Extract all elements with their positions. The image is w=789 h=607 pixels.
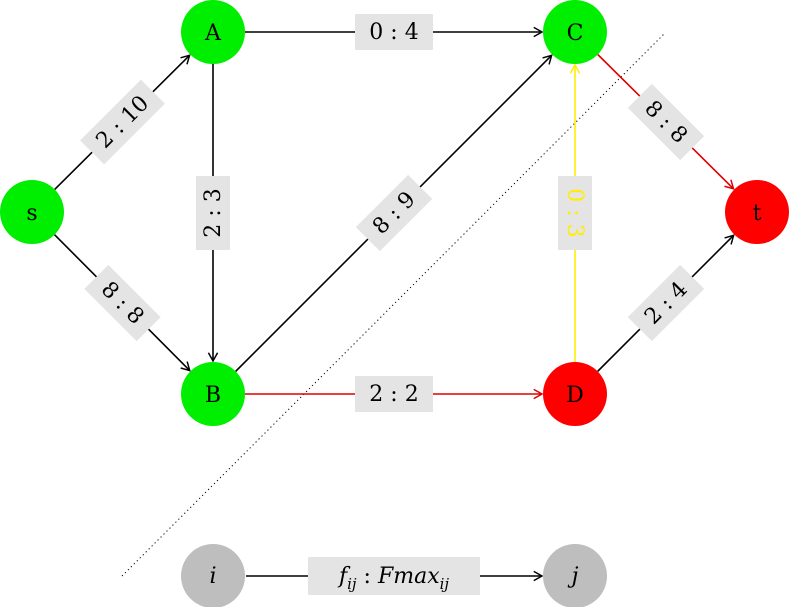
- node-C: [543, 0, 607, 64]
- node-s: [0, 180, 64, 244]
- legend: fij : Fmaxij i j: [181, 544, 607, 607]
- legend-node-i-label: i: [209, 564, 216, 589]
- edge-label-box-B-C: [355, 174, 433, 252]
- node-D: [543, 362, 607, 426]
- legend-node-i: [181, 544, 245, 607]
- legend-f-sub: ij: [347, 575, 357, 593]
- node-C-label: C: [567, 21, 584, 46]
- edge-label-A-B: 2 : 3: [196, 176, 230, 250]
- edge-label-D-C: 0 : 3: [558, 176, 592, 250]
- nodes-layer: s A B C Dt: [0, 0, 789, 426]
- edge-label-text-D-C: 0 : 3: [562, 188, 587, 237]
- edge-label-box-A-C: [355, 14, 433, 50]
- legend-sep: :: [357, 564, 378, 589]
- node-A: [181, 0, 245, 64]
- edge-label-box-D-t: [627, 264, 705, 342]
- edge-label-box-D-C: [558, 176, 592, 250]
- node-B: [181, 362, 245, 426]
- legend-node-j: [543, 544, 607, 607]
- legend-F-sub: ij: [440, 575, 450, 593]
- edge-label-box-s-A: [80, 79, 165, 165]
- edge-label-text-A-C: 0 : 4: [369, 20, 418, 45]
- edge-label-text-B-D: 2 : 2: [369, 382, 418, 407]
- edge-label-B-D: 2 : 2: [355, 376, 433, 412]
- legend-edge-label-box: [308, 557, 480, 595]
- edge-label-box-s-B: [84, 264, 161, 342]
- edge-label-s-A: 2 : 10: [80, 79, 165, 165]
- node-t-label: t: [753, 201, 762, 226]
- edge-label-box-B-D: [355, 376, 433, 412]
- legend-F: Fmax: [377, 564, 440, 589]
- node-D-label: D: [566, 383, 584, 408]
- edge-label-box-A-B: [196, 176, 230, 250]
- node-t: [725, 180, 789, 244]
- node-A-label: A: [204, 21, 222, 46]
- edge-label-A-C: 0 : 4: [355, 14, 433, 50]
- cut-line: [121, 33, 665, 577]
- node-B-label: B: [205, 383, 221, 408]
- node-s-label: s: [26, 201, 37, 226]
- edge-label-text-A-B: 2 : 3: [201, 188, 226, 237]
- edge-label-box-C-t: [627, 83, 705, 161]
